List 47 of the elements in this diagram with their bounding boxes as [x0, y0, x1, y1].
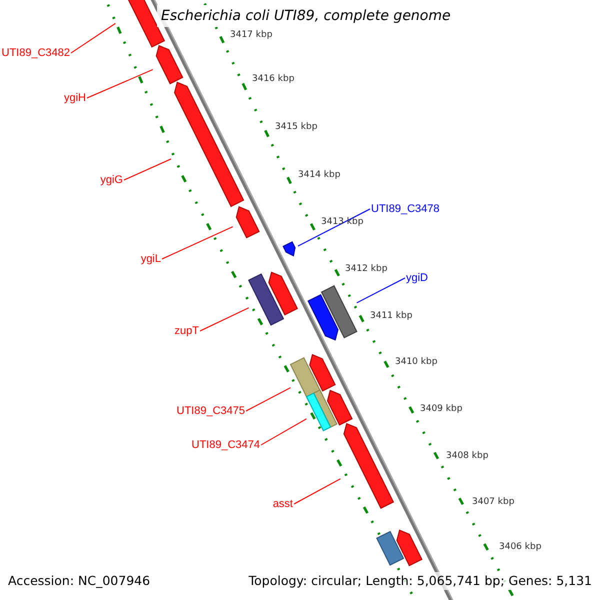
scale-label: 3410 kbp [395, 356, 438, 369]
scale-label: 3409 kbp [420, 403, 462, 416]
gene-bar [320, 285, 358, 338]
gene-label: UTI89_C3478 [371, 202, 440, 216]
gene-bar [376, 530, 404, 566]
scale-label: 3414 kbp [298, 169, 340, 182]
leader-line [260, 418, 307, 446]
gene-label: UTI89_C3475 [176, 404, 245, 418]
gene-feature [396, 530, 423, 566]
gene-feature [156, 44, 184, 84]
gene-feature [326, 390, 353, 426]
scale-label: 3417 kbp [230, 29, 272, 42]
gene-bar [248, 273, 284, 326]
leader-line [70, 22, 116, 54]
leader-line [298, 208, 370, 247]
scale-label: 3406 kbp [499, 541, 542, 554]
gene-label: ygiG [100, 173, 123, 187]
leader-line [356, 278, 406, 304]
gene-label: ygiH [64, 91, 86, 105]
leader-line [246, 387, 291, 412]
scale-label: 3415 kbp [275, 121, 318, 134]
gene-feature [282, 241, 296, 256]
gene-feature [307, 294, 339, 341]
scale-label: 3413 kbp [321, 216, 364, 229]
gene-feature [268, 272, 298, 316]
gene-label: ygiD [406, 271, 428, 285]
scale-label: 3412 kbp [345, 263, 388, 276]
gene-feature [236, 206, 260, 238]
gene-feature [343, 422, 394, 509]
scale-label: 3416 kbp [252, 73, 294, 86]
gene-label: zupT [174, 324, 199, 338]
scale-label: 3407 kbp [472, 496, 514, 509]
leader-line [86, 69, 154, 98]
leader-line [200, 307, 250, 332]
gene-label: UTI89_C3474 [192, 438, 260, 452]
leader-line [294, 478, 341, 504]
gene-feature [309, 354, 336, 392]
gene-label: UTI89_C3482 [2, 46, 70, 60]
gene-label: ygiL [140, 252, 161, 266]
scale-label: 3411 kbp [370, 310, 412, 323]
gene-label: asst [272, 497, 293, 511]
leader-line [124, 158, 172, 180]
genome-info-text: Topology: circular; Length: 5,065,741 bp; Genes: 5,131 [246, 572, 594, 590]
scale-label: 3408 kbp [446, 450, 488, 463]
gene-bar [306, 392, 332, 432]
leader-line [162, 226, 234, 260]
gene-feature [174, 82, 244, 208]
